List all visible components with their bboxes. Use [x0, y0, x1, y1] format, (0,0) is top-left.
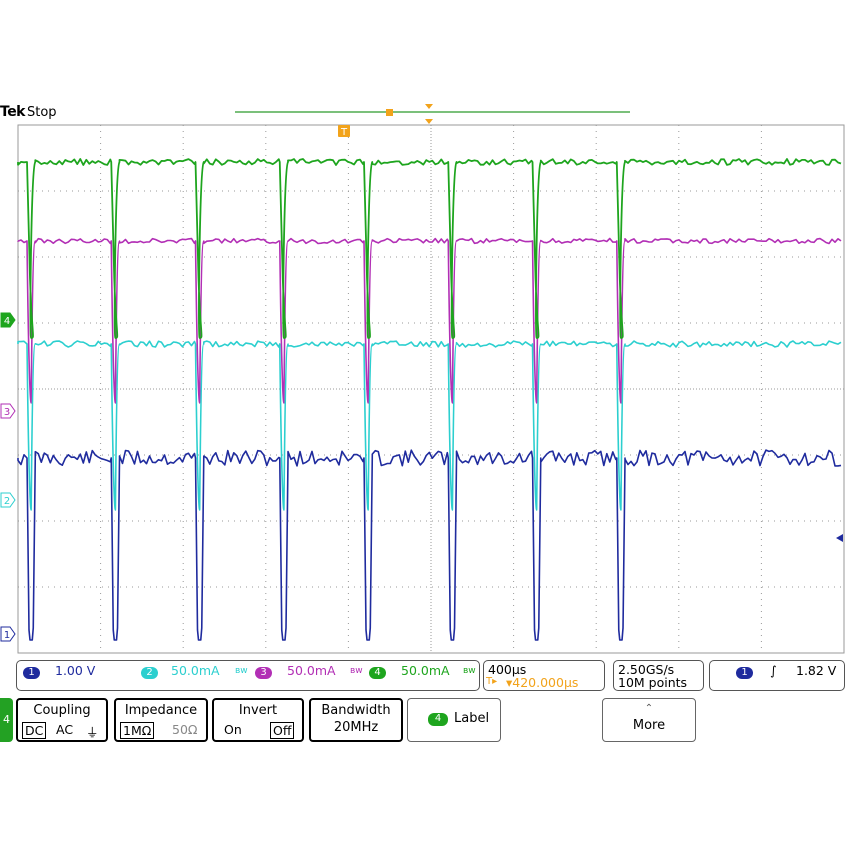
trigger-position-value: ▾420.000µs — [506, 675, 579, 690]
waveform-display[interactable]: T 4 3 2 1 — [0, 0, 847, 660]
svg-text:1: 1 — [4, 630, 10, 641]
more-arrow-icon: ⌃ — [644, 703, 654, 714]
graticule: T — [17, 104, 845, 654]
tek-logo: Tek — [0, 104, 26, 120]
ch1-trace — [17, 449, 842, 641]
ch1-badge: 1 — [23, 667, 40, 679]
ch2-trace — [17, 340, 842, 511]
trigger-source-badge: 1 — [736, 667, 753, 679]
invert-button[interactable]: Invert On Off — [212, 698, 304, 742]
coupling-ac-option[interactable]: AC — [56, 722, 74, 737]
invert-on-option[interactable]: On — [224, 722, 242, 737]
ch3-badge: 3 — [255, 667, 272, 679]
rising-edge-icon: ∫ — [770, 663, 777, 678]
invert-title: Invert — [238, 703, 278, 718]
impedance-title: Impedance — [124, 703, 198, 718]
ch3-bw-icon: ʙw — [350, 666, 363, 676]
ch1-scale: 1.00 V — [55, 663, 96, 678]
coupling-dc-option[interactable]: DC — [22, 722, 47, 739]
sample-rate: 2.50GS/s — [618, 662, 675, 677]
coupling-title: Coupling — [33, 703, 91, 718]
ch3-scale: 50.0mA — [287, 663, 336, 678]
channel-markers: 4 3 2 1 — [0, 312, 16, 642]
impedance-1m-option[interactable]: 1MΩ — [120, 722, 155, 739]
svg-text:3: 3 — [4, 407, 10, 418]
trigger-position-icon: T▸ — [486, 676, 498, 687]
ch4-label-badge: 4 — [428, 713, 448, 726]
ch2-bw-icon: ʙw — [235, 666, 248, 676]
label-button[interactable]: 4 Label — [407, 698, 501, 742]
more-button[interactable]: ⌃ More — [602, 698, 696, 742]
ground-icon[interactable]: ⏚ — [86, 725, 99, 740]
record-length: 10M points — [618, 675, 688, 690]
channel-3-ground-marker[interactable]: 3 — [0, 403, 16, 419]
svg-text:2: 2 — [4, 496, 10, 507]
trigger-readout[interactable]: 1 ∫ 1.82 V — [709, 660, 845, 691]
channel-4-ground-marker[interactable]: 4 — [0, 312, 16, 328]
ch4-scale: 50.0mA — [401, 663, 450, 678]
impedance-50-option[interactable]: 50Ω — [172, 722, 198, 737]
bandwidth-value: 20MHz — [333, 720, 379, 735]
acquisition-status: Stop — [27, 105, 57, 120]
traces — [17, 158, 842, 641]
channel-1-ground-marker[interactable]: 1 — [0, 626, 16, 642]
svg-text:T: T — [340, 127, 348, 138]
invert-off-option[interactable]: Off — [270, 722, 295, 739]
timebase-value: 400µs — [488, 662, 527, 677]
coupling-button[interactable]: Coupling DC AC ⏚ — [16, 698, 108, 742]
trigger-position-marker[interactable]: T — [338, 125, 350, 138]
more-text: More — [632, 718, 666, 733]
horizontal-readout[interactable]: 400µs T▸ ▾420.000µs — [483, 660, 605, 691]
ch2-scale: 50.0mA — [171, 663, 220, 678]
channel-readout-bar[interactable]: 1 1.00 V 2 50.0mA ʙw 3 50.0mA ʙw 4 50.0m… — [16, 660, 480, 691]
svg-text:4: 4 — [4, 316, 10, 327]
ch4-badge: 4 — [369, 667, 386, 679]
active-channel-tab[interactable]: 4 — [0, 698, 13, 742]
acquisition-readout[interactable]: 2.50GS/s 10M points — [613, 660, 704, 691]
channel-2-ground-marker[interactable]: 2 — [0, 492, 16, 508]
trigger-level: 1.82 V — [796, 663, 837, 678]
ch4-bw-icon: ʙw — [463, 666, 476, 676]
ch2-badge: 2 — [141, 667, 158, 679]
bandwidth-title: Bandwidth — [321, 703, 391, 718]
bandwidth-button[interactable]: Bandwidth 20MHz — [309, 698, 403, 742]
impedance-button[interactable]: Impedance 1MΩ 50Ω — [114, 698, 208, 742]
ch3-trace — [17, 237, 842, 404]
label-text: Label — [454, 711, 490, 726]
ch4-trace — [17, 158, 842, 339]
